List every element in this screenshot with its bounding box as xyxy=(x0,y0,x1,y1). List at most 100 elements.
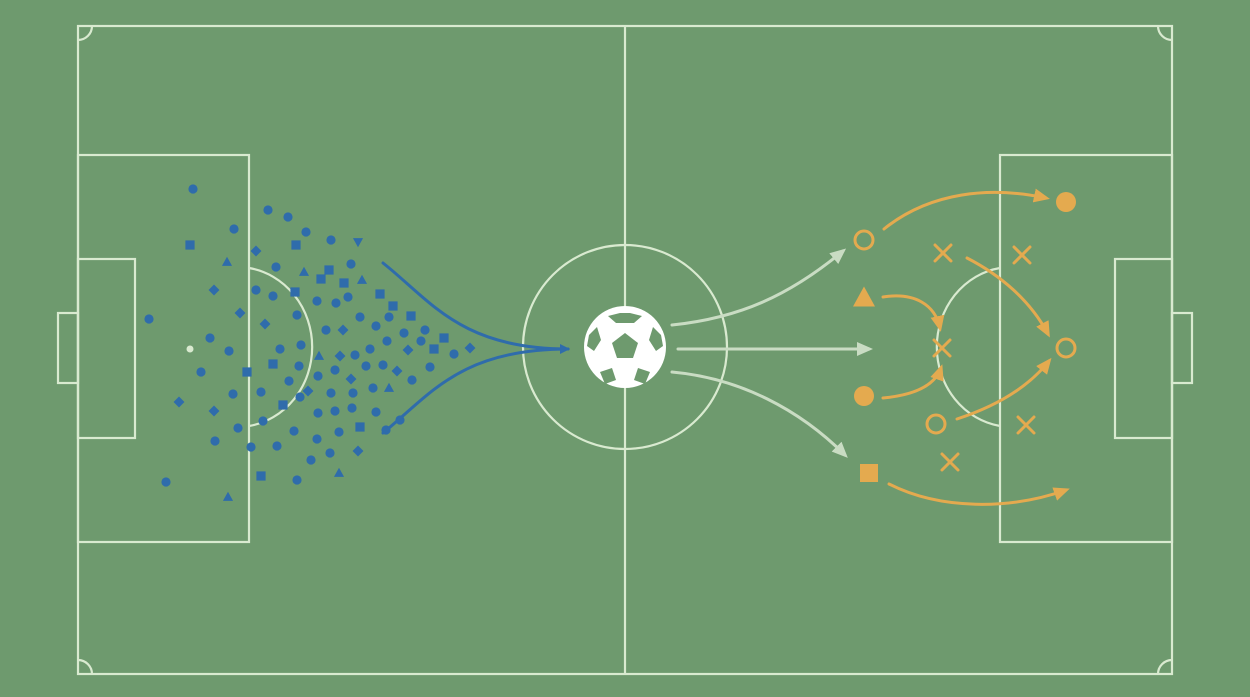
play-arrow-4 xyxy=(881,364,944,400)
play-arrow-3 xyxy=(881,294,945,332)
player-dot-marker xyxy=(256,387,266,397)
right-goal xyxy=(1170,311,1194,385)
player-triangle-marker xyxy=(356,274,368,284)
opponent-cross-marker xyxy=(1016,415,1036,435)
player-dot-marker xyxy=(306,455,316,465)
right-organized-play xyxy=(853,188,1077,506)
player-square-marker xyxy=(355,422,365,432)
opponent-cross-marker xyxy=(933,243,953,263)
player-dot-marker xyxy=(210,436,220,446)
player-diamond-marker xyxy=(334,350,346,362)
player-dot-marker xyxy=(347,403,357,413)
player-dot-marker xyxy=(258,416,268,426)
left-converging-arrows xyxy=(381,261,570,435)
opponent-cross-marker xyxy=(932,338,952,358)
player-square-marker xyxy=(316,274,326,284)
play-arrow-5 xyxy=(955,357,1052,421)
player-square-marker xyxy=(388,301,398,311)
play-arrow-6 xyxy=(887,482,1070,506)
player-dot-marker xyxy=(326,235,336,245)
player-dot-marker xyxy=(229,224,239,234)
player-dot-marker xyxy=(188,184,198,194)
player-dot-marker xyxy=(854,386,874,406)
diverging-arrows xyxy=(670,248,873,458)
play-arrow-2 xyxy=(965,256,1050,338)
player-dot-marker xyxy=(295,392,305,402)
player-diamond-marker xyxy=(250,245,262,257)
player-dot-marker xyxy=(272,441,282,451)
player-dot-marker xyxy=(384,312,394,322)
player-triangle-marker xyxy=(222,491,234,501)
player-square-marker xyxy=(268,359,278,369)
player-dot-marker xyxy=(196,367,206,377)
converge-arrow-top xyxy=(381,261,570,351)
player-square-marker xyxy=(291,240,301,250)
player-dot-marker xyxy=(292,475,302,485)
player-dot-marker xyxy=(348,388,358,398)
player-dot-marker xyxy=(365,344,375,354)
player-square-marker xyxy=(290,287,300,297)
player-diamond-marker xyxy=(464,342,476,354)
player-dot-marker xyxy=(251,285,261,295)
player-triangle-marker xyxy=(221,256,233,266)
player-dot-marker xyxy=(312,296,322,306)
player-dot-marker xyxy=(334,427,344,437)
left-goal xyxy=(56,311,80,385)
play-markers xyxy=(853,192,1077,482)
left-penalty-spot xyxy=(186,345,194,353)
left-penalty-arc xyxy=(248,266,314,428)
player-dot-marker xyxy=(275,344,285,354)
player-dot-marker xyxy=(233,423,243,433)
player-diamond-marker xyxy=(302,385,314,397)
player-square-marker xyxy=(185,240,195,250)
player-dot-marker xyxy=(399,328,409,338)
player-dot-marker xyxy=(346,259,356,269)
player-triangle-marker xyxy=(313,350,325,360)
player-dot-marker xyxy=(161,477,171,487)
opponent-cross-marker xyxy=(1012,245,1032,265)
player-dot-marker xyxy=(289,426,299,436)
corner-arc-top-left xyxy=(77,25,94,42)
player-dot-marker xyxy=(407,375,417,385)
player-dot-marker xyxy=(420,325,430,335)
player-dot-marker xyxy=(144,314,154,324)
player-dot-marker xyxy=(205,333,215,343)
player-dot-marker xyxy=(246,442,256,452)
player-diamond-marker xyxy=(234,307,246,319)
player-diamond-marker xyxy=(173,396,185,408)
player-diamond-marker xyxy=(208,405,220,417)
player-dot-marker xyxy=(313,371,323,381)
player-diamond-marker xyxy=(337,324,349,336)
player-dot-marker xyxy=(416,336,426,346)
player-dot-marker xyxy=(296,340,306,350)
player-square-marker xyxy=(278,400,288,410)
player-dot-marker xyxy=(301,227,311,237)
player-dot-marker xyxy=(312,434,322,444)
player-dot-marker xyxy=(355,312,365,322)
diverge-arrow-up xyxy=(670,248,847,327)
soccer-ball-icon xyxy=(584,306,666,388)
player-dot-marker xyxy=(330,406,340,416)
player-dot-marker xyxy=(228,389,238,399)
play-arrow-1 xyxy=(882,188,1050,231)
player-dot-marker xyxy=(321,325,331,335)
player-square-marker xyxy=(375,289,385,299)
player-diamond-marker xyxy=(208,284,220,296)
player-dot-marker xyxy=(325,448,335,458)
opponent-cross-marker xyxy=(940,452,960,472)
player-triangle-marker xyxy=(853,286,875,307)
player-dot-marker xyxy=(313,408,323,418)
play-arrows xyxy=(881,188,1070,506)
player-dot-marker xyxy=(263,205,273,215)
converge-arrow-bottom xyxy=(381,344,570,435)
player-square-marker xyxy=(429,344,439,354)
corner-arc-top-right xyxy=(1156,25,1173,42)
diverge-arrow-down xyxy=(670,370,848,458)
player-dot-marker xyxy=(449,349,459,359)
player-diamond-marker xyxy=(391,365,403,377)
player-ring-marker xyxy=(925,413,947,435)
corner-arc-bottom-left xyxy=(77,658,94,675)
player-dot-marker xyxy=(1056,192,1076,212)
player-dot-marker xyxy=(350,350,360,360)
